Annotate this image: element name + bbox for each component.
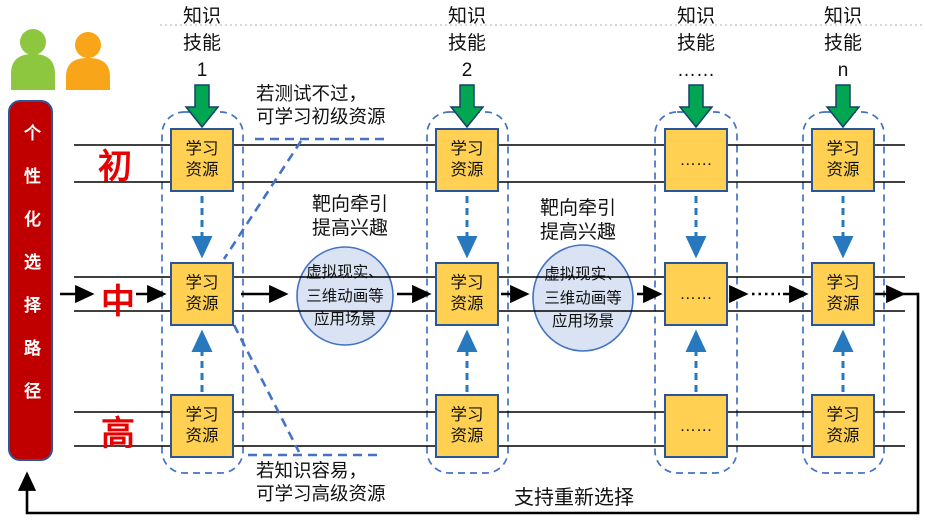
col-2-box-advanced: 学习 资源 (450, 406, 484, 445)
col-3-box-beginner: …… (679, 150, 713, 169)
level-switch-arrows (191, 196, 854, 392)
students-icon (11, 29, 110, 90)
scenario-ellipse-1-label: 虚拟现实、 三维动画等 应用场景 (306, 264, 384, 328)
resource-boxes (170, 128, 875, 458)
scenario-ellipse-2 (532, 244, 634, 352)
scenario-ellipse-2-label: 虚拟现实、 三维动画等 应用场景 (544, 266, 622, 330)
green-down-arrow-3 (678, 84, 714, 129)
note-reselect-support: 支持重新选择 (514, 487, 634, 509)
personalized-path-label: 个性化选择路径 (21, 124, 40, 425)
knowledge-down-arrows (184, 84, 861, 129)
person-orange-icon (66, 32, 110, 90)
column-capsules (161, 111, 885, 474)
green-down-arrow-4 (825, 84, 861, 129)
note-if-knowledge-easy: 若知识容易， 可学习高级资源 (256, 460, 386, 504)
col-1-box-intermediate: 学习 资源 (185, 274, 219, 313)
scenario-ellipse-1 (296, 246, 394, 346)
col-4-box-intermediate: 学习 资源 (826, 274, 860, 313)
col-3-box-advanced: …… (679, 416, 713, 435)
to-advanced-leader (232, 324, 301, 453)
green-down-arrow-2 (449, 84, 485, 129)
note-if-test-failed: 若测试不过， 可学习初级资源 (256, 83, 386, 127)
green-down-arrow-1 (184, 84, 220, 129)
person-green-icon (11, 29, 55, 90)
col-3-box-intermediate: …… (679, 284, 713, 303)
note-target-traction-1: 靶向牵引 提高兴趣 (311, 194, 388, 239)
col-1-header: 知识 技能 1 (182, 6, 221, 81)
personalized-path-bar: 个性化选择路径 (8, 100, 53, 461)
row-label-intermediate: 中 (101, 283, 135, 321)
col-4-header: 知识 技能 n (823, 6, 862, 81)
col-4-box-advanced: 学习 资源 (826, 406, 860, 445)
row-label-advanced: 高 (101, 415, 135, 453)
note-target-traction-2: 靶向牵引 提高兴趣 (539, 198, 616, 243)
to-beginner-leader (222, 140, 303, 260)
col-1-box-advanced: 学习 资源 (185, 406, 219, 445)
col-1-box-beginner: 学习 资源 (185, 140, 219, 179)
main-path-arrows (17, 284, 920, 515)
reselect-feedback-loop (17, 292, 920, 515)
col-3-header: 知识 技能 …… (676, 6, 715, 81)
col-2-box-intermediate: 学习 资源 (450, 274, 484, 313)
annotation-leader-lines (222, 137, 385, 457)
row-label-beginner: 初 (98, 148, 132, 186)
col-4-box-beginner: 学习 资源 (826, 140, 860, 179)
col-2-box-beginner: 学习 资源 (450, 140, 484, 179)
col-2-header: 知识 技能 2 (447, 6, 486, 81)
